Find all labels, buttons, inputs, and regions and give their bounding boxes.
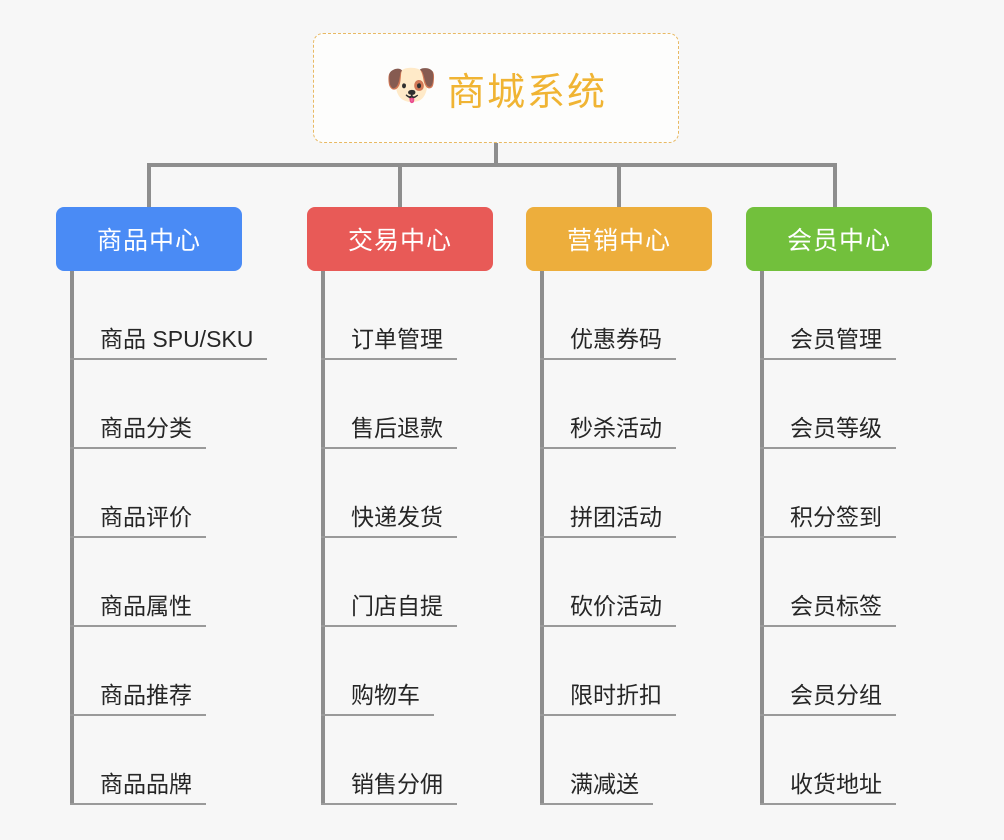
leaf-label: 限时折扣 bbox=[540, 681, 676, 716]
root-node[interactable]: 🐶 商城系统 bbox=[313, 33, 679, 143]
branch-header-3[interactable]: 会员中心 bbox=[746, 207, 932, 271]
leaf-label: 商品品牌 bbox=[70, 770, 206, 805]
list-item[interactable]: 商品评价 bbox=[70, 449, 267, 538]
leaf-label: 满减送 bbox=[540, 770, 653, 805]
list-item[interactable]: 商品品牌 bbox=[70, 716, 267, 805]
list-item[interactable]: 订单管理 bbox=[321, 271, 457, 360]
list-item[interactable]: 砍价活动 bbox=[540, 538, 676, 627]
branch-drop-connector-0 bbox=[147, 163, 151, 209]
list-item[interactable]: 商品分类 bbox=[70, 360, 267, 449]
list-item[interactable]: 满减送 bbox=[540, 716, 676, 805]
leaf-label: 优惠券码 bbox=[540, 325, 676, 360]
list-item[interactable]: 会员等级 bbox=[760, 360, 896, 449]
leaf-label: 销售分佣 bbox=[321, 770, 457, 805]
branch-header-label-2: 营销中心 bbox=[566, 227, 671, 255]
leaf-label: 砍价活动 bbox=[540, 592, 676, 627]
branch-drop-connector-1 bbox=[398, 163, 402, 209]
branch-spine-2 bbox=[540, 271, 544, 805]
branch-header-2[interactable]: 营销中心 bbox=[526, 207, 712, 271]
branch-header-label-0: 商品中心 bbox=[96, 227, 201, 255]
leaf-label: 商品推荐 bbox=[70, 681, 206, 716]
root-stem-connector bbox=[494, 143, 498, 165]
list-item[interactable]: 秒杀活动 bbox=[540, 360, 676, 449]
leaf-label: 会员分组 bbox=[760, 681, 896, 716]
list-item[interactable]: 拼团活动 bbox=[540, 449, 676, 538]
branch-drop-connector-3 bbox=[833, 163, 837, 209]
leaf-label: 订单管理 bbox=[321, 325, 457, 360]
list-item[interactable]: 快递发货 bbox=[321, 449, 457, 538]
branch-header-1[interactable]: 交易中心 bbox=[307, 207, 493, 271]
leaf-label: 秒杀活动 bbox=[540, 414, 676, 449]
list-item[interactable]: 商品属性 bbox=[70, 538, 267, 627]
list-item[interactable]: 门店自提 bbox=[321, 538, 457, 627]
leaf-list-2: 优惠券码 秒杀活动 拼团活动 砍价活动 限时折扣 满减送 bbox=[540, 271, 676, 805]
branch-bus-connector bbox=[147, 163, 837, 167]
leaf-label: 商品属性 bbox=[70, 592, 206, 627]
root-title: 商城系统 bbox=[446, 71, 607, 114]
list-item[interactable]: 会员标签 bbox=[760, 538, 896, 627]
list-item[interactable]: 销售分佣 bbox=[321, 716, 457, 805]
branch-header-0[interactable]: 商品中心 bbox=[56, 207, 242, 271]
list-item[interactable]: 商品推荐 bbox=[70, 627, 267, 716]
list-item[interactable]: 售后退款 bbox=[321, 360, 457, 449]
list-item[interactable]: 会员分组 bbox=[760, 627, 896, 716]
leaf-label: 购物车 bbox=[321, 681, 434, 716]
leaf-label: 会员标签 bbox=[760, 592, 896, 627]
leaf-label: 积分签到 bbox=[760, 503, 896, 538]
leaf-label: 会员等级 bbox=[760, 414, 896, 449]
leaf-label: 门店自提 bbox=[321, 592, 457, 627]
leaf-label: 商品分类 bbox=[70, 414, 206, 449]
branch-spine-0 bbox=[70, 271, 74, 805]
leaf-label: 拼团活动 bbox=[540, 503, 676, 538]
list-item[interactable]: 收货地址 bbox=[760, 716, 896, 805]
leaf-list-3: 会员管理 会员等级 积分签到 会员标签 会员分组 收货地址 bbox=[760, 271, 896, 805]
list-item[interactable]: 会员管理 bbox=[760, 271, 896, 360]
branch-header-label-1: 交易中心 bbox=[347, 227, 452, 255]
list-item[interactable]: 优惠券码 bbox=[540, 271, 676, 360]
list-item[interactable]: 积分签到 bbox=[760, 449, 896, 538]
branch-spine-3 bbox=[760, 271, 764, 805]
leaf-label: 收货地址 bbox=[760, 770, 896, 805]
branch-spine-1 bbox=[321, 271, 325, 805]
list-item[interactable]: 限时折扣 bbox=[540, 627, 676, 716]
leaf-label: 会员管理 bbox=[760, 325, 896, 360]
leaf-list-1: 订单管理 售后退款 快递发货 门店自提 购物车 销售分佣 bbox=[321, 271, 457, 805]
leaf-label: 售后退款 bbox=[321, 414, 457, 449]
leaf-label: 商品评价 bbox=[70, 503, 206, 538]
list-item[interactable]: 商品 SPU/SKU bbox=[70, 271, 268, 360]
leaf-label: 商品 SPU/SKU bbox=[70, 325, 268, 360]
shiba-dog-face-icon: 🐶 bbox=[384, 61, 438, 108]
leaf-label: 快递发货 bbox=[321, 503, 457, 538]
branch-header-label-3: 会员中心 bbox=[786, 227, 891, 255]
list-item[interactable]: 购物车 bbox=[321, 627, 457, 716]
branch-drop-connector-2 bbox=[617, 163, 621, 209]
leaf-list-0: 商品 SPU/SKU 商品分类 商品评价 商品属性 商品推荐 商品品牌 bbox=[70, 271, 268, 805]
